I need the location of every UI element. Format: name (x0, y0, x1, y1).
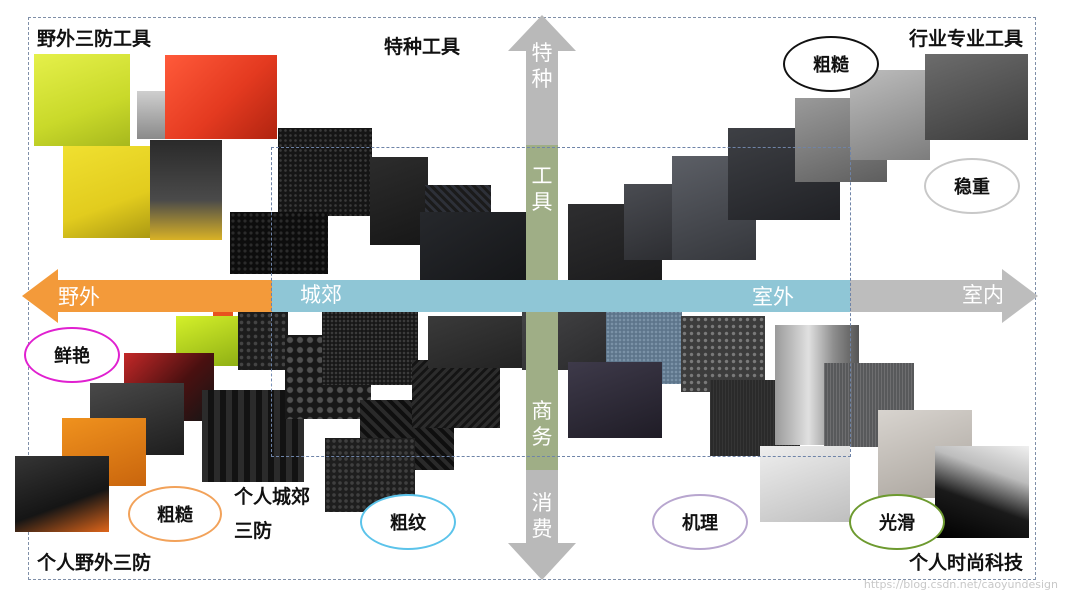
bubble-rough-left: 粗糙 (128, 486, 222, 542)
label-personal-fashion: 个人时尚科技 (909, 552, 1024, 574)
axis-label-outdoor: 室外 (752, 285, 794, 309)
bubble-smooth: 光滑 (849, 494, 945, 550)
axis-label-tool-2: 具 (531, 190, 553, 214)
swatch-gray-matte (624, 184, 676, 260)
swatch-gray-device (137, 91, 165, 139)
swatch-black-glossy (935, 446, 1029, 538)
label-personal-suburb-2: 三防 (234, 520, 273, 542)
swatch-gray-plastic-2 (850, 70, 930, 160)
label-industry-tools: 行业专业工具 (909, 28, 1024, 50)
axis-label-consumer-1: 消 (531, 491, 553, 515)
bubble-texture: 粗纹 (360, 494, 456, 550)
swatch-dark-dots (278, 128, 372, 216)
label-personal-suburb: 个人城郊 (234, 486, 311, 508)
bubble-smooth-label: 光滑 (879, 513, 915, 534)
swatch-gray-device (925, 54, 1028, 140)
bubble-grain: 机理 (652, 494, 748, 550)
label-personal-wild: 个人野外三防 (37, 552, 152, 574)
swatch-dark-device (150, 140, 222, 240)
axis-label-wild: 野外 (58, 285, 100, 309)
bubble-bright-label: 鲜艳 (54, 346, 90, 367)
bubble-rough-right: 粗糙 (783, 36, 879, 92)
axis-label-tool-1: 工 (531, 164, 553, 188)
bubble-steady-label: 稳重 (954, 177, 990, 198)
axis-label-business-2: 务 (531, 425, 553, 449)
swatch-dark-purple (568, 362, 662, 438)
swatch-dark-phone (15, 456, 109, 532)
axis-label-special-2: 种 (531, 67, 553, 91)
swatch-dark-grain (370, 157, 428, 245)
axis-label-suburb: 城郊 (300, 283, 342, 307)
swatch-carbon-2 (412, 360, 500, 428)
label-wild-tools: 野外三防工具 (37, 28, 152, 50)
swatch-yellow-device-2 (63, 146, 157, 238)
swatch-yellow-device (34, 54, 130, 146)
label-special-tools: 特种工具 (384, 36, 461, 58)
bubble-steady: 稳重 (924, 158, 1020, 214)
axis-label-consumer-2: 费 (531, 517, 553, 541)
swatch-black-plastic (230, 212, 328, 274)
swatch-pattern (681, 316, 765, 392)
axis-label-special-1: 特 (531, 41, 553, 65)
bubble-texture-label: 粗纹 (390, 513, 426, 534)
axis-label-business-1: 商 (531, 399, 553, 423)
swatch-light-silver (760, 446, 850, 522)
swatch-dark-mesh (322, 307, 418, 385)
bubble-rough-right-label: 粗糙 (813, 55, 849, 76)
watermark: https://blog.csdn.net/caoyundesign (863, 578, 1058, 591)
bubble-grain-label: 机理 (682, 513, 718, 534)
swatch-red-device (165, 55, 277, 139)
bubble-bright: 鲜艳 (24, 327, 120, 383)
bubble-rough-left-label: 粗糙 (157, 505, 193, 526)
axis-label-indoor: 室内 (962, 283, 1004, 307)
horizontal-axis-arrow (22, 269, 1038, 323)
inner-frame (271, 147, 851, 457)
swatch-gray-panel (428, 316, 524, 368)
